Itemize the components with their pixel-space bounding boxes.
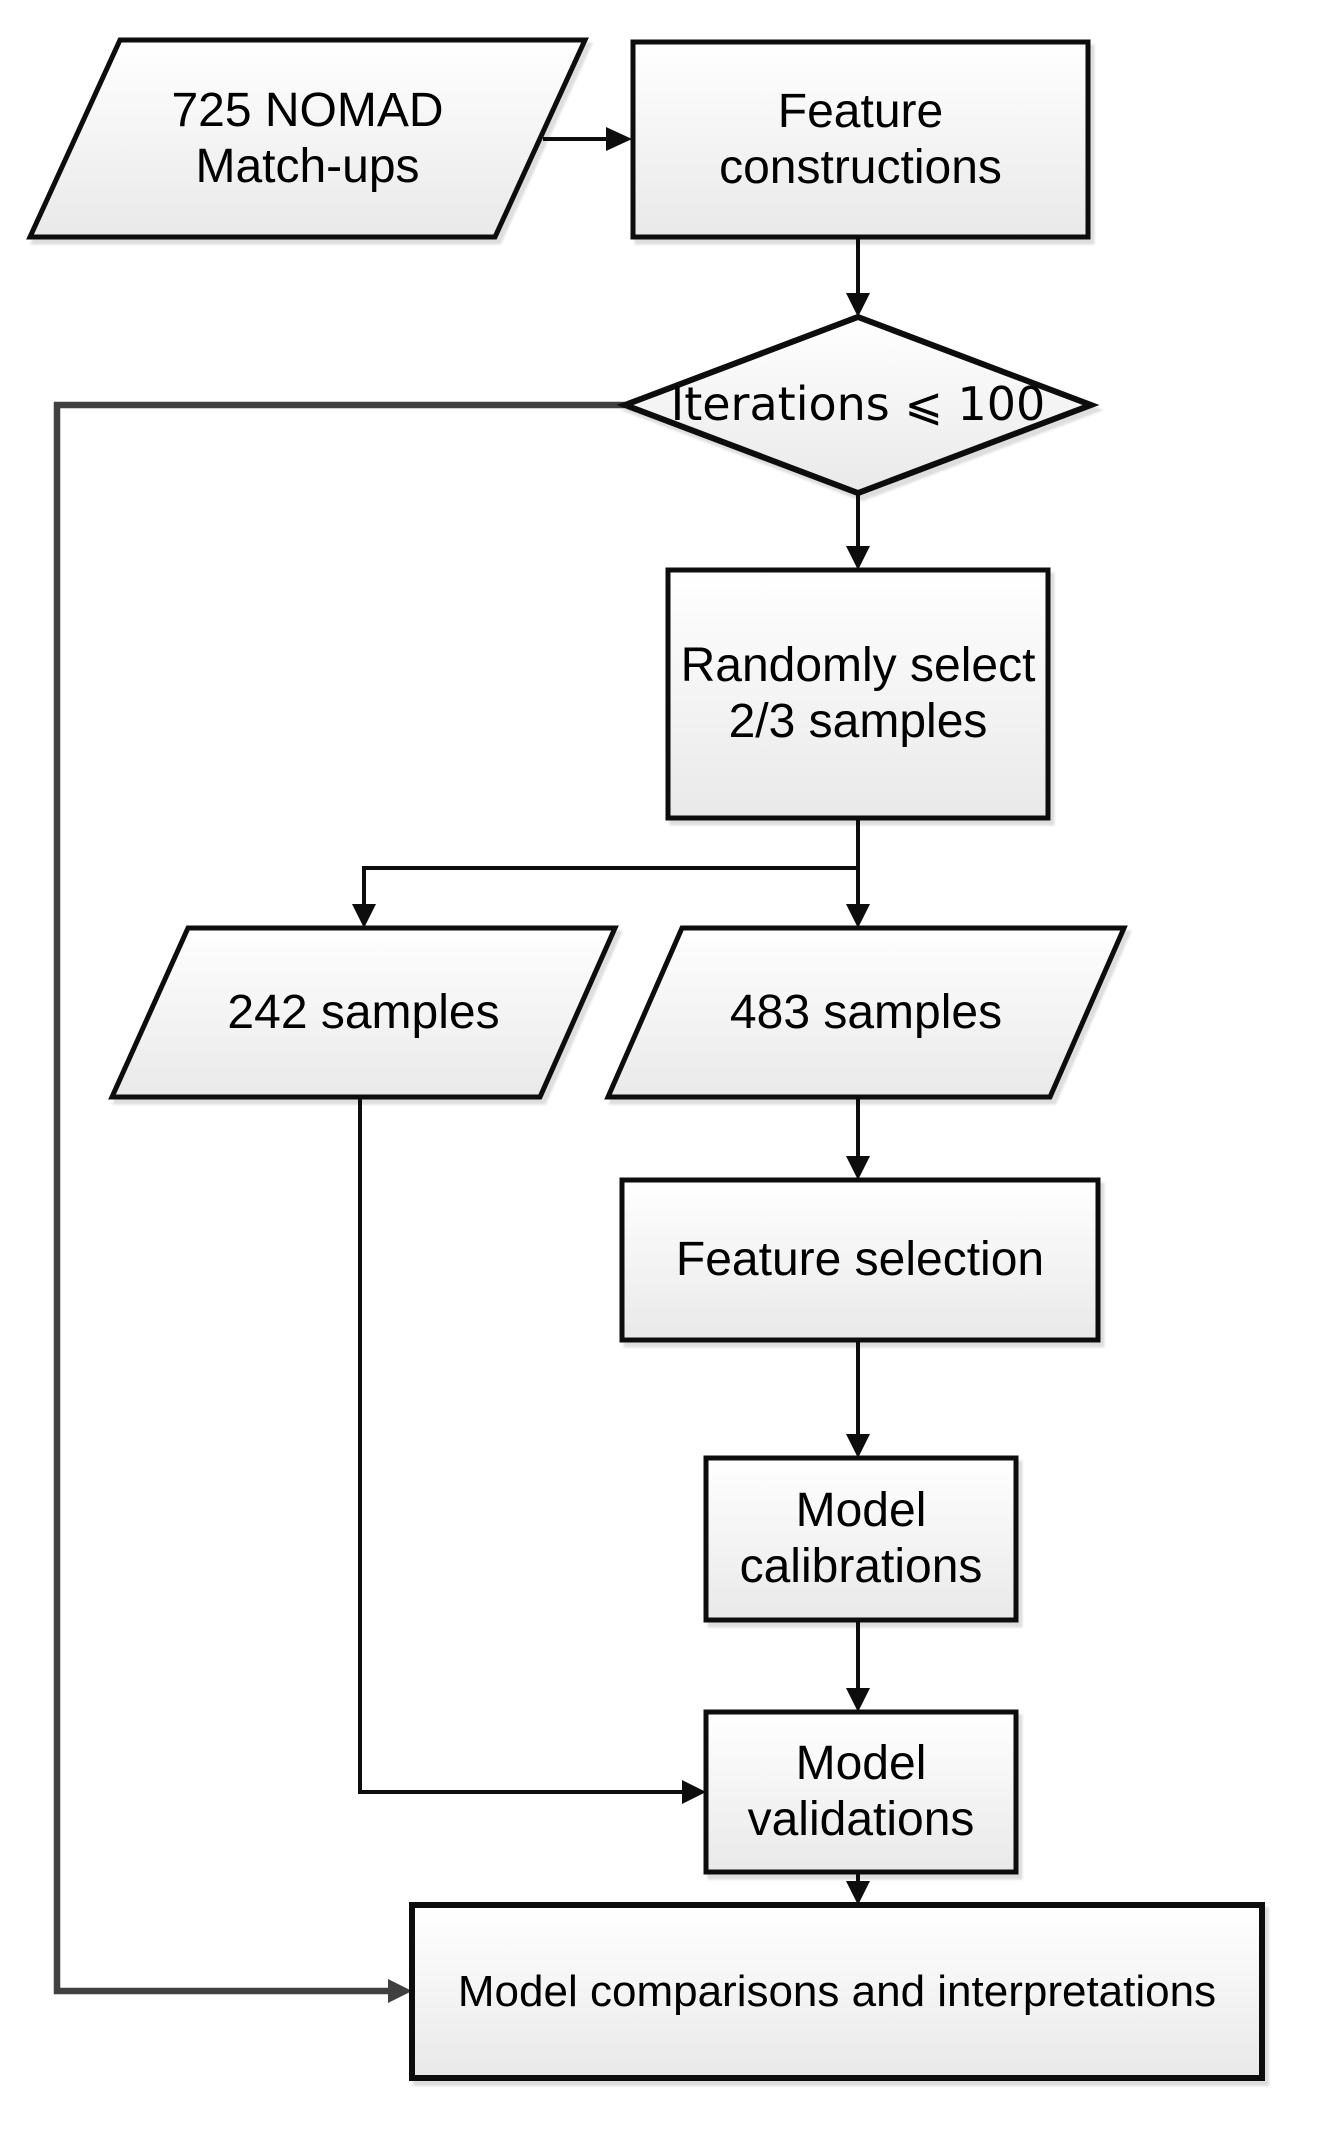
shape-decision-iterations	[616, 313, 1100, 497]
arrowhead-iterations-loop-to-model-comparisons	[388, 1979, 412, 2003]
shape-process-feature-selection	[619, 1177, 1101, 1343]
arrowhead-iterations-to-randomly-select	[846, 546, 870, 570]
shape-process-model-validations	[703, 1709, 1019, 1875]
shape-parallelogram-242-samples	[108, 925, 619, 1100]
arrowhead-feature-selection-to-model-calibrations	[846, 1434, 870, 1458]
shape-process-model-calibrations	[703, 1455, 1019, 1623]
arrowhead-model-calibrations-to-model-validations	[846, 1688, 870, 1712]
shape-process-model-comparisons	[409, 1902, 1265, 2081]
arrowhead-nomad-to-feature-constructions	[606, 127, 632, 151]
shape-parallelogram-nomad-matchups	[26, 37, 589, 240]
arrowhead-483-samples-to-feature-selection	[846, 1156, 870, 1180]
arrowhead-model-validations-to-model-comparisons	[846, 1881, 870, 1905]
edge-iterations-loop-to-model-comparisons	[53, 401, 625, 1995]
arrowhead-feature-constructions-to-iterations	[846, 293, 870, 317]
arrowhead-randomly-select-to-242-samples	[352, 904, 376, 928]
shape-process-randomly-select	[665, 567, 1051, 821]
shape-parallelogram-483-samples	[604, 925, 1128, 1100]
edge-randomly-select-to-242-samples	[362, 866, 858, 904]
edge-242-samples-to-model-validations	[358, 1097, 682, 1794]
arrowhead-242-samples-to-model-validations	[682, 1780, 706, 1804]
shape-process-feature-constructions	[630, 39, 1091, 240]
arrowhead-randomly-select-to-483-samples	[846, 904, 870, 928]
